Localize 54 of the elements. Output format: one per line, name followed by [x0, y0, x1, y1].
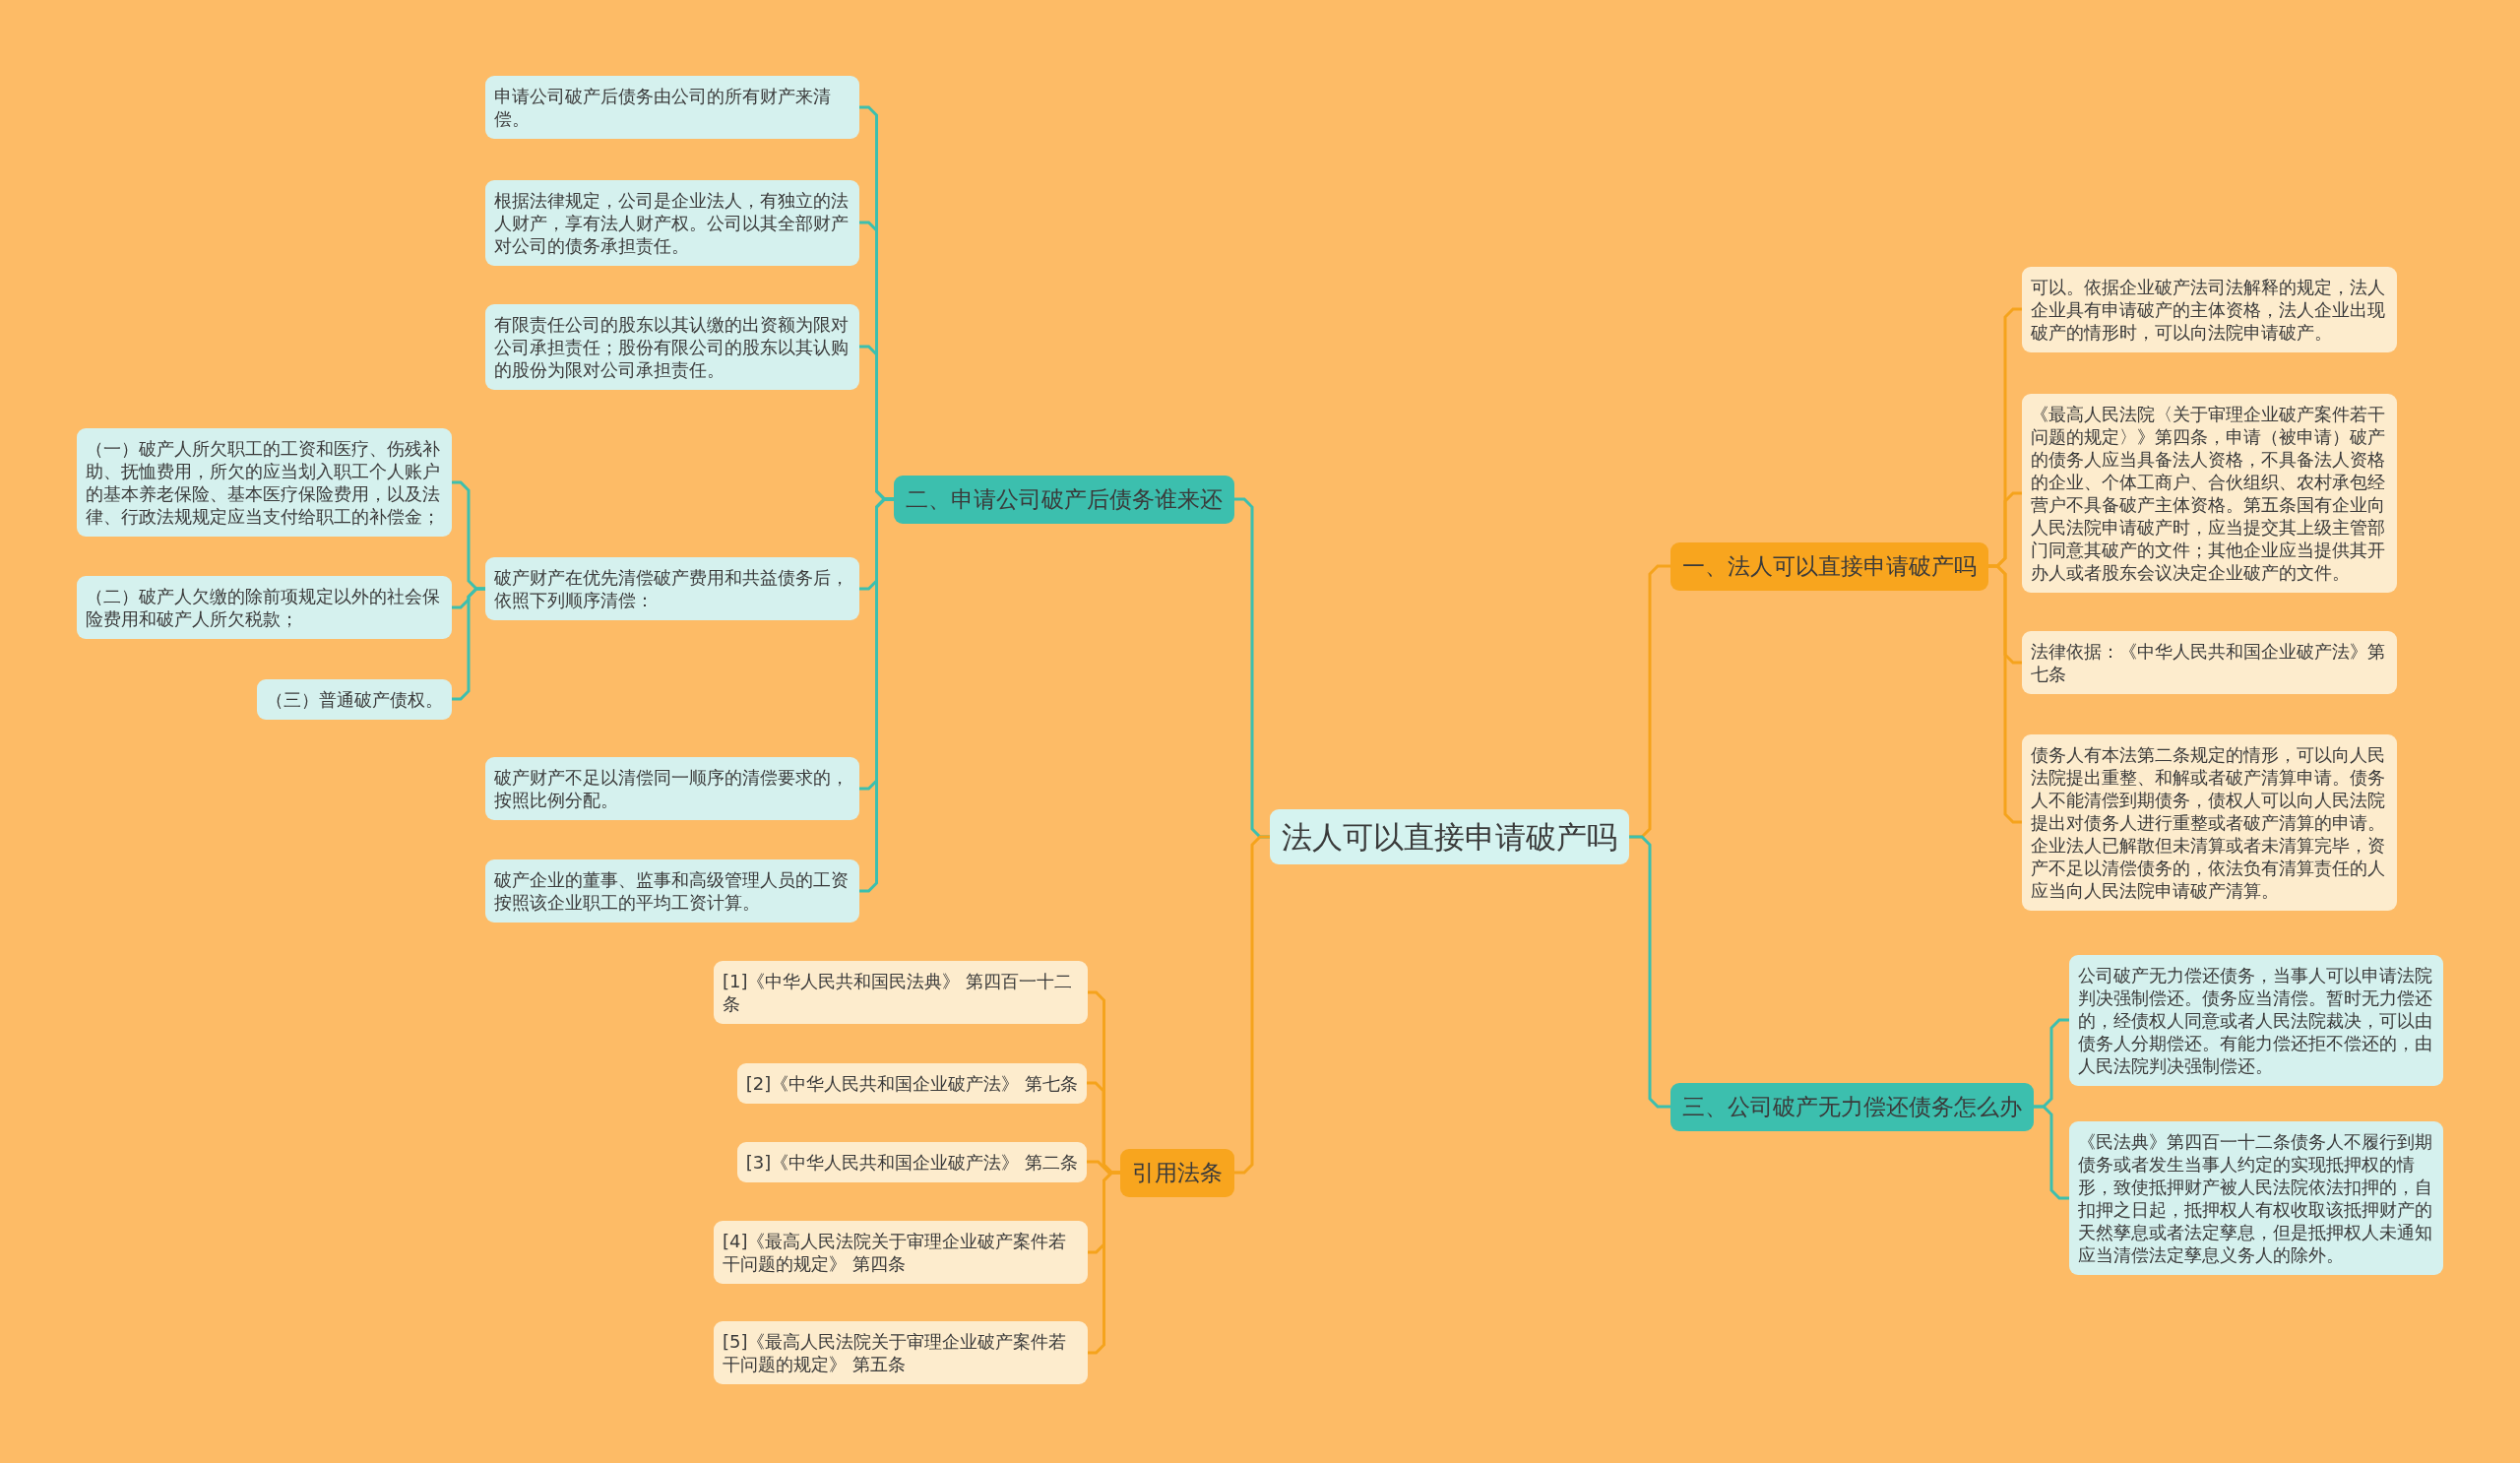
note-text: 债务人有本法第二条规定的情形，可以向人民法院提出重整、和解或者破产清算申请。债务人不能清偿到期债务，债权人可以向人民法院提出对债务人进行重整或者破产清算的申请。企业法人已解散但未清算或者未清算完毕，资产不足以清偿债务的，依法负有清算责任的人应当向人民法院申请破产清算。	[2031, 742, 2386, 902]
note-text: 可以。依据企业破产法司法解释的规定，法人企业具有申请破产的主体资格，法人企业出现破产的情形时，可以向法院申请破产。	[2031, 275, 2386, 344]
topic-box	[1270, 809, 1629, 864]
note-text: 有限责任公司的股东以其认缴的出资额为限对公司承担责任；股份有限公司的股东以其认购的股份为限对公司承担责任。	[494, 312, 850, 381]
branch-box	[1670, 1082, 2034, 1131]
branch-text: 二、申请公司破产后债务谁来还	[906, 484, 1223, 514]
note-box	[485, 859, 859, 922]
note-text: 申请公司破产后债务由公司的所有财产来清偿。	[494, 85, 832, 130]
note-text: [3]《中华人民共和国企业破产法》 第二条	[745, 1150, 1078, 1174]
note-text: （二）破产人欠缴的除前项规定以外的社会保险费用和破产人所欠税款；	[86, 585, 441, 630]
note-text: （三）普通破产债权。	[266, 687, 443, 711]
note-text: [5]《最高人民法院关于审理企业破产案件若干问题的规定》 第五条	[723, 1330, 1068, 1375]
note-box	[714, 1321, 1088, 1384]
note-box	[714, 1221, 1088, 1284]
note-box	[485, 76, 859, 139]
branch-box	[1120, 1148, 1234, 1197]
connector-line	[1234, 835, 1270, 1175]
note-box	[77, 428, 452, 537]
connector-line	[2034, 1105, 2069, 1200]
note-box	[485, 303, 859, 390]
branch-text: 三、公司破产无力偿还债务怎么办	[1682, 1092, 2022, 1121]
note-box	[2022, 631, 2397, 694]
topic-text: 法人可以直接申请破产吗	[1282, 818, 1617, 857]
note-box	[77, 576, 452, 639]
note-text: 根据法律规定，公司是企业法人，有独立的法人财产，享有法人财产权。公司以其全部财产对公司的债务承担责任。	[494, 188, 850, 257]
note-text: 《最高人民法院〈关于审理企业破产案件若干问题的规定〉》第四条，申请（被申请）破产的债务人应当具备法人资格，不具备法人资格的企业、个体工商户、合伙组织、农村承包经营户不具备破产主体资格。第五条国有企业向人民法院申请破产时，应当提交其上级主管部门同意其破产的文件；其他企业应当提供其开办人或者股东会议决定企业破产的文件。	[2031, 403, 2386, 584]
note-text: [2]《中华人民共和国企业破产法》 第七条	[745, 1071, 1078, 1095]
note-text: 《民法典》第四百一十二条债务人不履行到期债务或者发生当事人约定的实现抵押权的情形，致使抵押财产被人民法院依法扣押的，自扣押之日起，抵押权人有权收取该抵押财产的天然孳息或者法定孳息，但是抵押权人未通知应当清偿法定孳息义务人的除外。	[2078, 1130, 2433, 1266]
branch-text: 引用法条	[1132, 1158, 1223, 1187]
note-text: 破产财产在优先清偿破产费用和共益债务后，依照下列顺序清偿：	[494, 566, 850, 611]
branch-box	[1670, 541, 1988, 591]
note-text: 破产财产不足以清偿同一顺序的清偿要求的，按照比例分配。	[494, 766, 850, 811]
note-box	[485, 557, 859, 620]
connector-line	[452, 587, 485, 701]
note-box	[2022, 266, 2397, 352]
connector-line	[1629, 835, 1670, 1109]
note-box	[2069, 1121, 2443, 1275]
note-box	[257, 678, 452, 720]
branch-box	[894, 475, 1234, 524]
note-text: （一）破产人所欠职工的工资和医疗、伤残补助、抚恤费用，所欠的应当划入职工个人账户的基本养老保险、基本医疗保险费用，以及法律、行政法规规定应当支付给职工的补偿金；	[86, 437, 441, 528]
note-box	[485, 179, 859, 266]
note-text: 公司破产无力偿还债务，当事人可以申请法院判决强制偿还。债务应当清偿。暂时无力偿还的，经债权人同意或者人民法院裁决，可以由债务人分期偿还。有能力偿还拒不偿还的，由人民法院判决强制偿还。	[2078, 963, 2433, 1077]
note-box	[736, 1062, 1087, 1104]
note-text: [1]《中华人民共和国民法典》 第四百一十二条	[723, 970, 1074, 1015]
note-text: 破产企业的董事、监事和高级管理人员的工资按照该企业职工的平均工资计算。	[494, 868, 850, 914]
connector-line	[1988, 564, 2022, 824]
note-box	[2069, 954, 2443, 1086]
branch-text: 一、法人可以直接申请破产吗	[1682, 551, 1977, 581]
note-text: 法律依据：《中华人民共和国企业破产法》第七条	[2031, 640, 2386, 685]
connector-line	[859, 497, 894, 893]
note-box	[485, 757, 859, 820]
note-box	[736, 1141, 1087, 1182]
note-text: [4]《最高人民法院关于审理企业破产案件若干问题的规定》 第四条	[723, 1230, 1068, 1275]
note-box	[714, 961, 1088, 1024]
